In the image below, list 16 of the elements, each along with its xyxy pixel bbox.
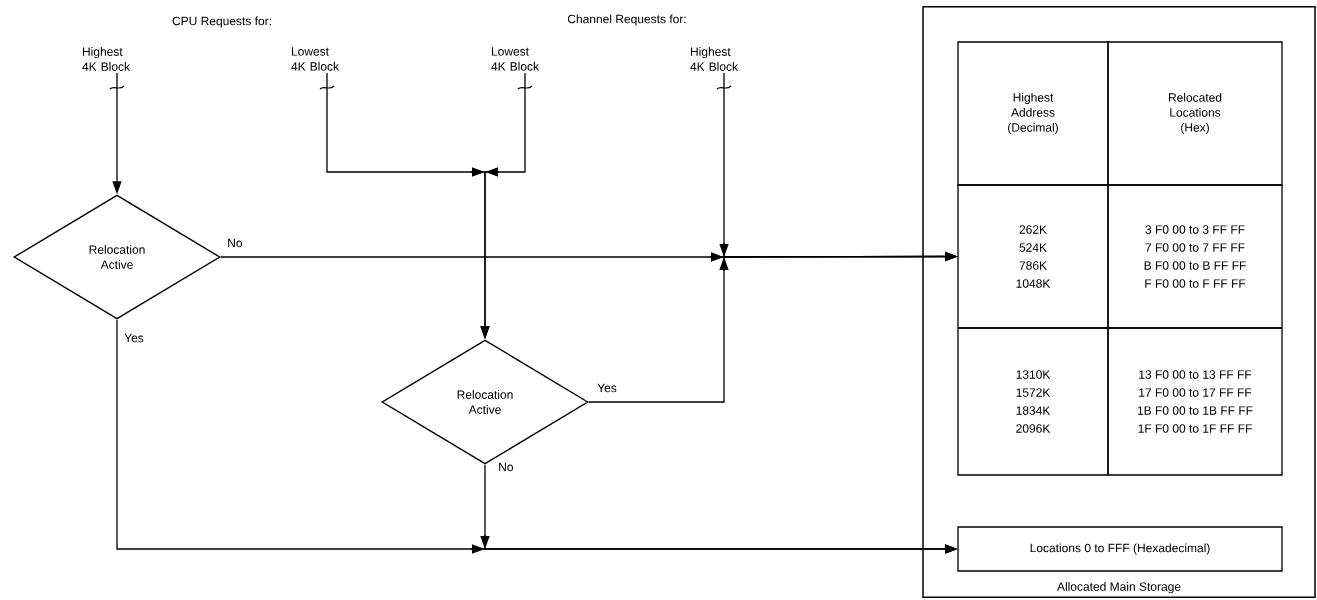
edge-label: Yes xyxy=(123,332,145,344)
group-heading: Channel Requests for: xyxy=(567,14,686,26)
request-label: Highest 4K Block xyxy=(690,47,739,71)
table-cell: 3 F0 00 to 3 FF FF 7 F0 00 to 7 FF FF B F0 00 to B FF FF F F0 00 to F FF FF xyxy=(1107,184,1283,329)
request-label: Lowest 4K Block xyxy=(491,47,540,71)
group-heading: CPU Requests for: xyxy=(172,16,271,28)
table-cell: Highest Address (Decimal) xyxy=(957,41,1109,186)
request-label: Lowest 4K Block xyxy=(291,47,340,71)
table-cell: Locations 0 to FFF (Hexadecimal) xyxy=(957,526,1283,572)
table-cell: Relocated Locations (Hex) xyxy=(1107,41,1283,186)
request-label: Highest 4K Block xyxy=(82,47,131,71)
table-cell: 13 F0 00 to 13 FF FF 17 F0 00 to 17 FF FF 1B F0 00 to 1B FF FF 1F F0 00 to 1F FF FF xyxy=(1107,327,1283,476)
edge-label: No xyxy=(226,237,244,249)
edge-label: Yes xyxy=(596,382,618,394)
table-cell: 1310K 1572K 1834K 2096K xyxy=(957,327,1109,476)
table-cell: 262K 524K 786K 1048K xyxy=(957,184,1109,329)
